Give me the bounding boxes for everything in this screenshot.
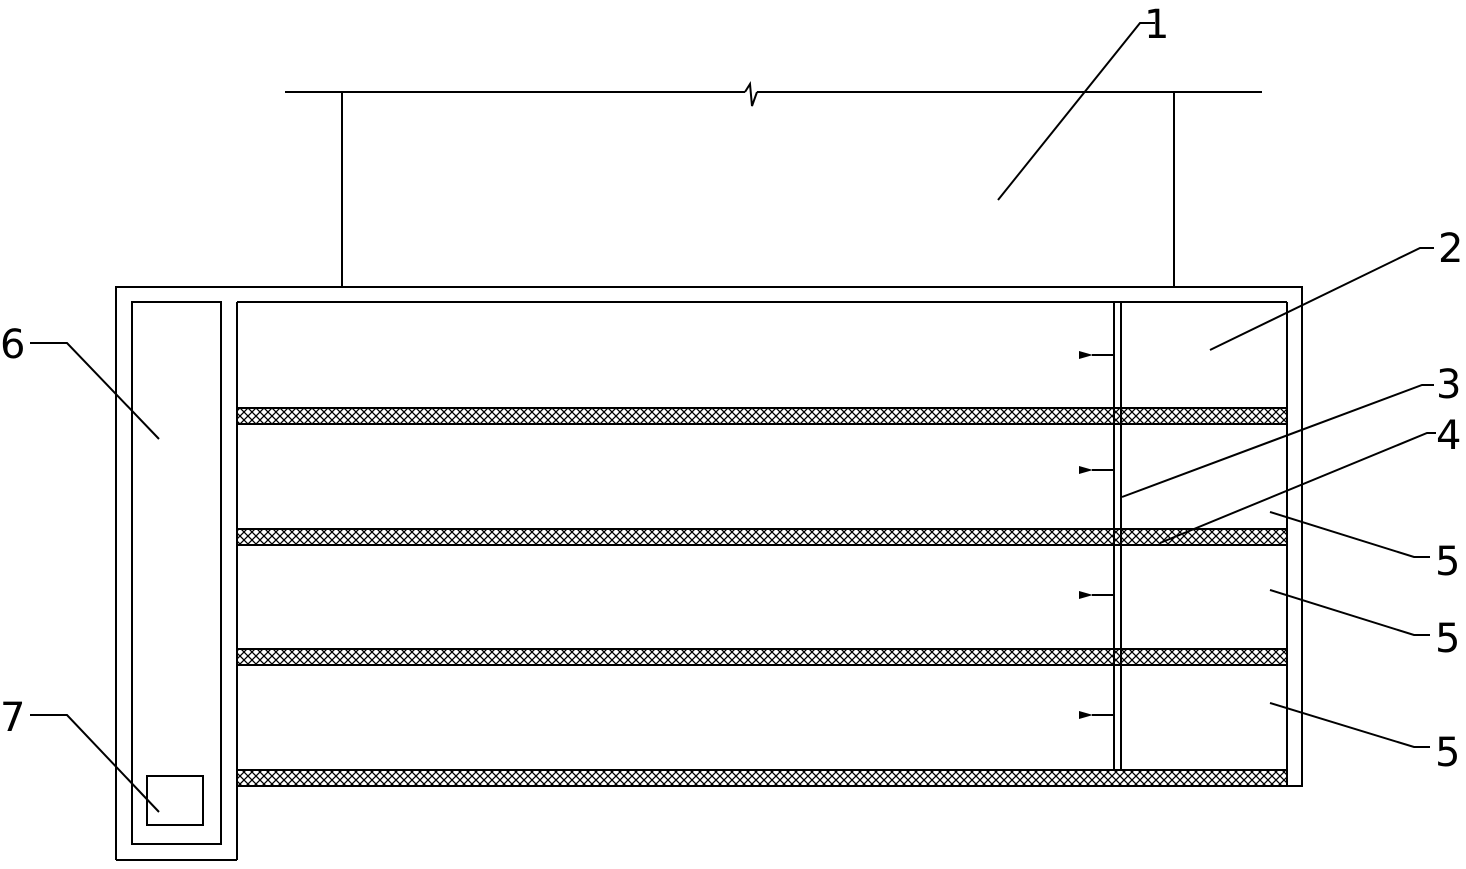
- vertical-rod: [1113, 302, 1122, 770]
- label-6: 6: [0, 322, 25, 368]
- label-3: 3: [1436, 362, 1461, 408]
- shelf-band: [236, 528, 1288, 546]
- leader-7: [30, 714, 160, 813]
- leader-5a: [1269, 511, 1430, 558]
- label-5: 5: [1435, 730, 1460, 776]
- small-box: [146, 775, 204, 826]
- leader-1: [997, 22, 1155, 201]
- shelf-band: [236, 407, 1288, 425]
- leader-3: [1121, 384, 1434, 498]
- label-5: 5: [1435, 616, 1460, 662]
- leader-5b: [1269, 589, 1430, 636]
- flow-arrows: [1079, 351, 1113, 719]
- reference-labels: 1 2 3 4 5 5 5 6 7: [0, 2, 1463, 776]
- leader-lines: [30, 22, 1436, 813]
- shelf-band: [236, 648, 1288, 666]
- leader-2: [1209, 247, 1434, 351]
- top-structure: [285, 80, 1262, 287]
- break-symbol: [744, 80, 758, 107]
- side-chamber: [131, 301, 222, 845]
- label-2: 2: [1438, 226, 1463, 272]
- label-4: 4: [1436, 413, 1461, 459]
- label-1: 1: [1144, 2, 1169, 48]
- label-7: 7: [0, 695, 25, 741]
- leader-5c: [1269, 702, 1430, 748]
- shelves: [236, 407, 1288, 787]
- leader-4: [1159, 432, 1436, 544]
- label-5: 5: [1435, 539, 1460, 585]
- shelf-band: [236, 769, 1288, 787]
- leader-6: [30, 342, 160, 440]
